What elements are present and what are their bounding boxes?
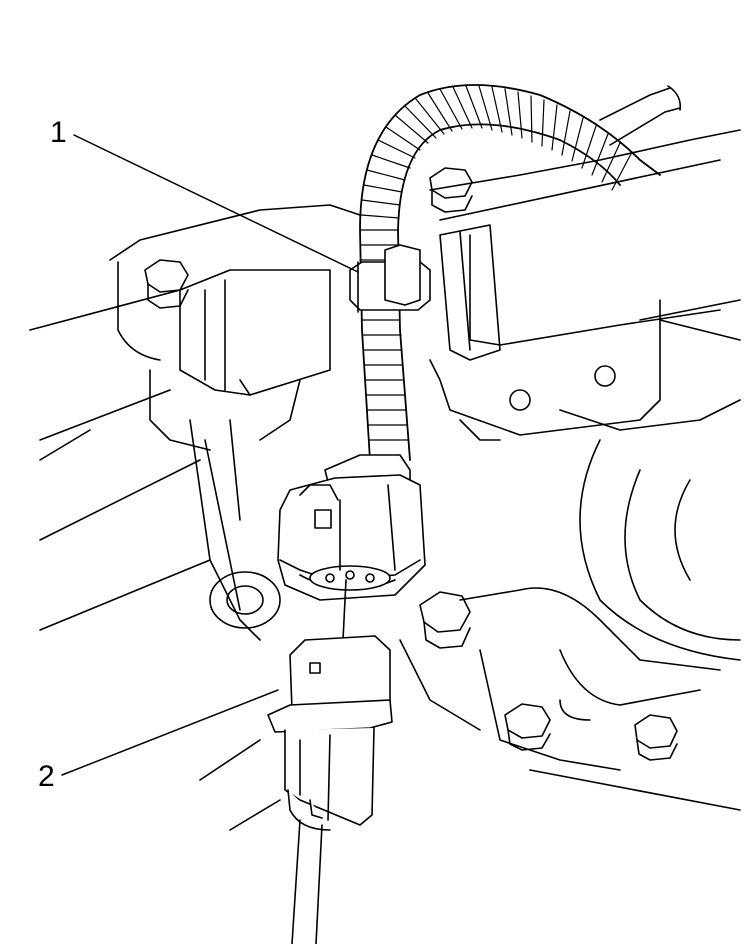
callout-label-1: 1 <box>50 116 67 149</box>
callout-leaders <box>62 135 358 775</box>
sensor-connector <box>268 580 392 830</box>
engine-background <box>30 130 740 830</box>
bolt <box>635 715 677 760</box>
bolt <box>505 704 550 750</box>
harness-connector <box>278 455 425 600</box>
bolt <box>145 260 188 308</box>
bolt <box>430 168 472 212</box>
bolt <box>420 592 470 648</box>
leader-line-2 <box>62 690 278 775</box>
callout-label-2: 2 <box>38 760 55 793</box>
leader-line-1 <box>74 135 358 272</box>
harness-retainer-clip <box>350 245 430 312</box>
sensor-lead <box>292 820 322 944</box>
wiring-harness <box>360 85 680 460</box>
harness-corrugation <box>360 86 632 440</box>
